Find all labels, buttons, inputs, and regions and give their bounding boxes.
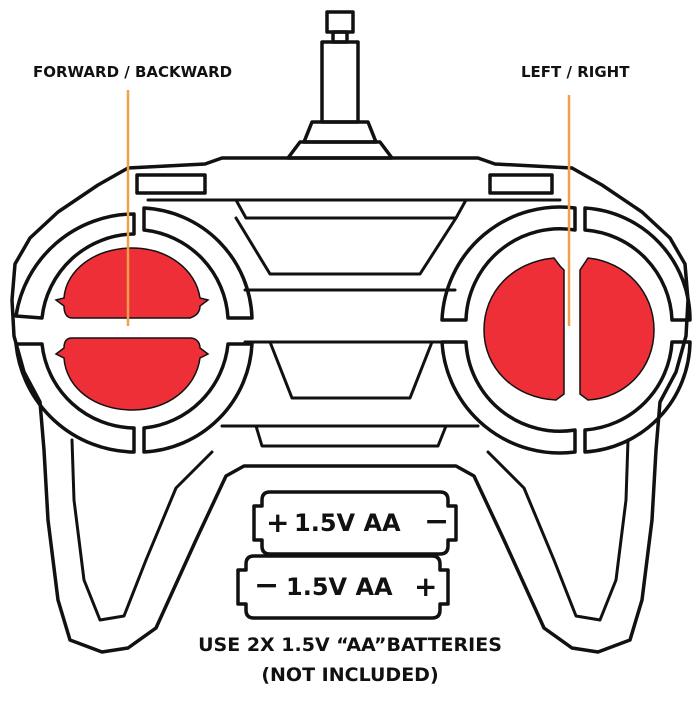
battery-2-right-terminal: + [414,570,438,603]
right-joystick-housing [440,205,692,455]
battery-instruction-line1: USE 2X 1.5V “AA”BATTERIES [198,634,502,656]
right-shoulder-slot [488,173,554,195]
right-joystick [483,257,655,401]
battery-1-label: 1.5V AA [294,509,401,537]
battery-1-left-terminal: + [266,506,290,539]
controller-body-outline [10,156,690,654]
right-grip-inner [486,438,630,622]
battery-1-right-terminal: − [424,504,450,539]
battery-icon [252,490,458,556]
top-bezel [234,198,468,220]
left-shoulder-slot [135,173,207,195]
upper-center-panel [234,216,458,276]
battery-icon [236,554,450,620]
battery-instruction-line2: (NOT INCLUDED) [261,664,439,686]
battery-2-left-terminal: − [254,568,280,603]
left-joystick-housing [14,206,254,454]
forward-backward-label: FORWARD / BACKWARD [33,63,233,81]
lower-center-panel [268,340,434,400]
left-joystick [54,247,210,411]
antenna-icon [286,10,394,160]
left-grip-inner [70,438,214,622]
left-right-label: LEFT / RIGHT [521,63,630,81]
bottom-bezel [254,424,448,448]
battery-2-label: 1.5V AA [286,573,393,601]
